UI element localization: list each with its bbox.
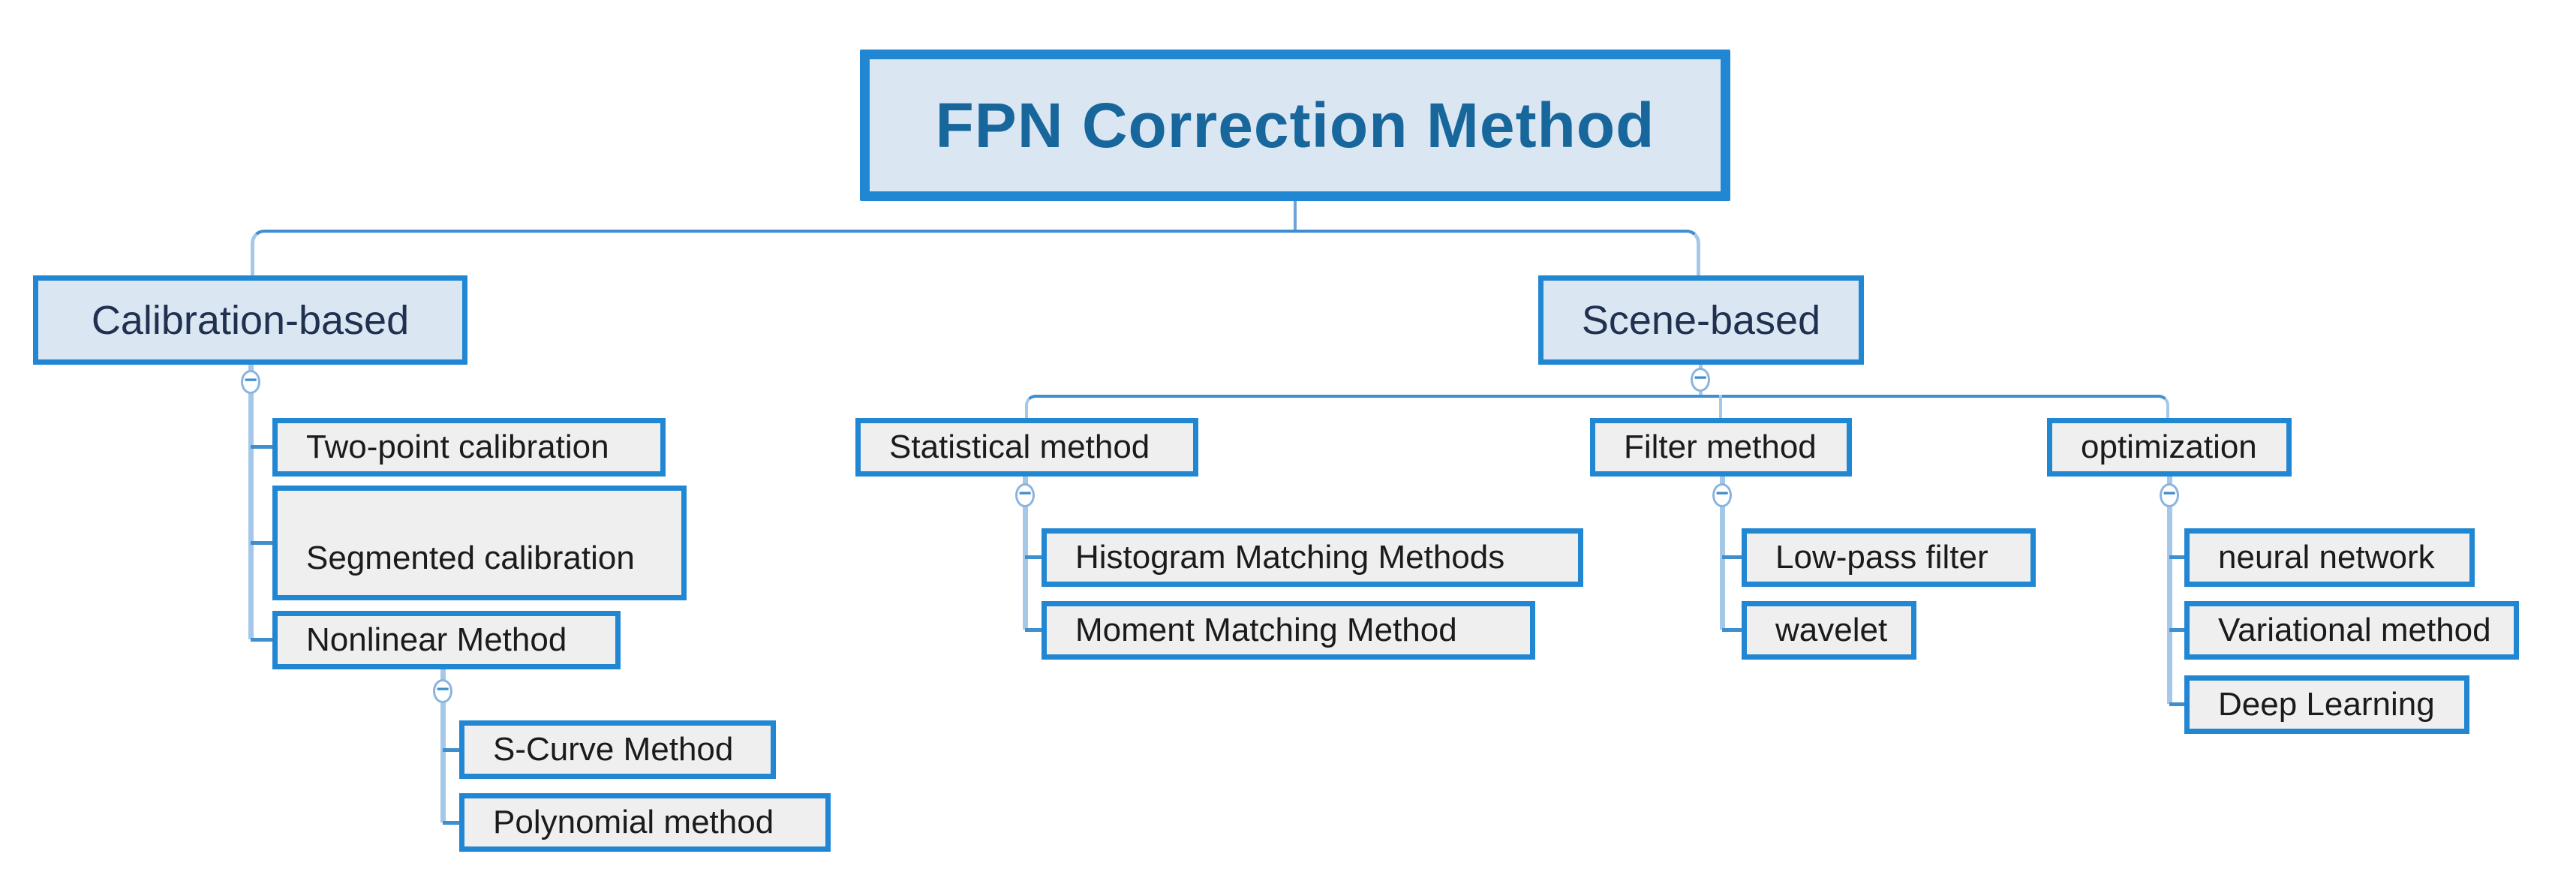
connector-calibration-trunk [248, 365, 254, 639]
node-label: Nonlinear Method [306, 621, 567, 658]
connector-nonlinear-trunk [440, 669, 446, 822]
connector-stub-variational [2169, 628, 2187, 632]
minus-icon: − [2163, 481, 2176, 506]
minus-icon: − [1018, 481, 1032, 506]
node-fpn-correction-method[interactable]: FPN Correction Method [860, 50, 1730, 201]
node-label: Moment Matching Method [1075, 612, 1457, 648]
connector-statistical-trunk [1023, 476, 1028, 630]
node-scene-based[interactable]: Scene-based [1538, 275, 1864, 365]
collapse-toggle-scene[interactable]: − [1691, 365, 1710, 392]
node-label: S-Curve Method [493, 731, 734, 768]
node-filter-method[interactable]: Filter method [1590, 418, 1852, 477]
node-moment-matching-method[interactable]: Moment Matching Method [1042, 601, 1535, 660]
node-statistical-method[interactable]: Statistical method [855, 418, 1198, 477]
collapse-toggle-nonlinear[interactable]: − [433, 677, 452, 703]
connector-scene-children [1025, 395, 2169, 418]
node-label: Deep Learning [2218, 686, 2435, 723]
node-two-point-calibration[interactable]: Two-point calibration [272, 418, 666, 477]
connector-stub-segmented [251, 541, 275, 545]
connector-optimization-trunk [2167, 476, 2172, 704]
node-label: Two-point calibration [306, 428, 609, 465]
node-label: Statistical method [889, 428, 1150, 465]
collapse-toggle-calibration[interactable]: − [241, 368, 260, 394]
collapse-toggle-optimization[interactable]: − [2160, 483, 2179, 507]
connector-stub-wavelet [1722, 628, 1744, 632]
minus-icon: − [436, 677, 449, 702]
node-label: FPN Correction Method [935, 89, 1655, 161]
node-label: optimization [2081, 428, 2257, 465]
node-wavelet[interactable]: wavelet [1742, 601, 1916, 660]
node-nonlinear-method[interactable]: Nonlinear Method [272, 611, 621, 669]
node-histogram-matching-methods[interactable]: Histogram Matching Methods [1042, 528, 1583, 587]
node-label: Polynomial method [493, 804, 774, 840]
node-label: Histogram Matching Methods [1075, 539, 1505, 576]
connector-filter-drop [1719, 395, 1722, 418]
node-label: neural network [2218, 539, 2435, 576]
node-label: Calibration-based [91, 297, 410, 343]
connector-root-branches [251, 230, 1700, 275]
connector-root-drop [1294, 200, 1297, 230]
connector-stub-two-point [251, 445, 275, 449]
minus-icon: − [1694, 365, 1707, 390]
node-label: Filter method [1624, 428, 1817, 465]
minus-icon: − [244, 368, 257, 392]
connector-stub-deep [2169, 702, 2187, 706]
node-label: Segmented calibration [306, 540, 635, 576]
node-s-curve-method[interactable]: S-Curve Method [459, 720, 776, 779]
node-label: Variational method [2218, 612, 2491, 648]
node-neural-network[interactable]: neural network [2184, 528, 2475, 587]
node-label: Low-pass filter [1775, 539, 1988, 576]
node-label: Scene-based [1581, 297, 1821, 343]
node-calibration-based[interactable]: Calibration-based [33, 275, 467, 365]
connector-filter-trunk [1720, 476, 1725, 630]
node-polynomial-method[interactable]: Polynomial method [459, 793, 831, 852]
connector-stub-nonlinear [251, 638, 275, 642]
node-segmented-calibration[interactable]: Segmented calibration [272, 486, 687, 600]
collapse-toggle-filter[interactable]: − [1712, 483, 1732, 507]
minus-icon: − [1715, 481, 1729, 506]
node-variational-method[interactable]: Variational method [2184, 601, 2519, 660]
collapse-toggle-statistical[interactable]: − [1015, 483, 1035, 507]
connector-stub-polynomial [443, 821, 461, 825]
connector-stub-low-pass [1722, 555, 1744, 559]
connector-stub-histogram [1025, 555, 1044, 559]
connector-stub-moment [1025, 628, 1044, 632]
node-deep-learning[interactable]: Deep Learning [2184, 675, 2469, 734]
connector-stub-s-curve [443, 748, 461, 752]
connector-stub-neural [2169, 555, 2187, 559]
node-label: wavelet [1775, 612, 1888, 648]
node-optimization[interactable]: optimization [2047, 418, 2292, 477]
node-low-pass-filter[interactable]: Low-pass filter [1742, 528, 2036, 587]
